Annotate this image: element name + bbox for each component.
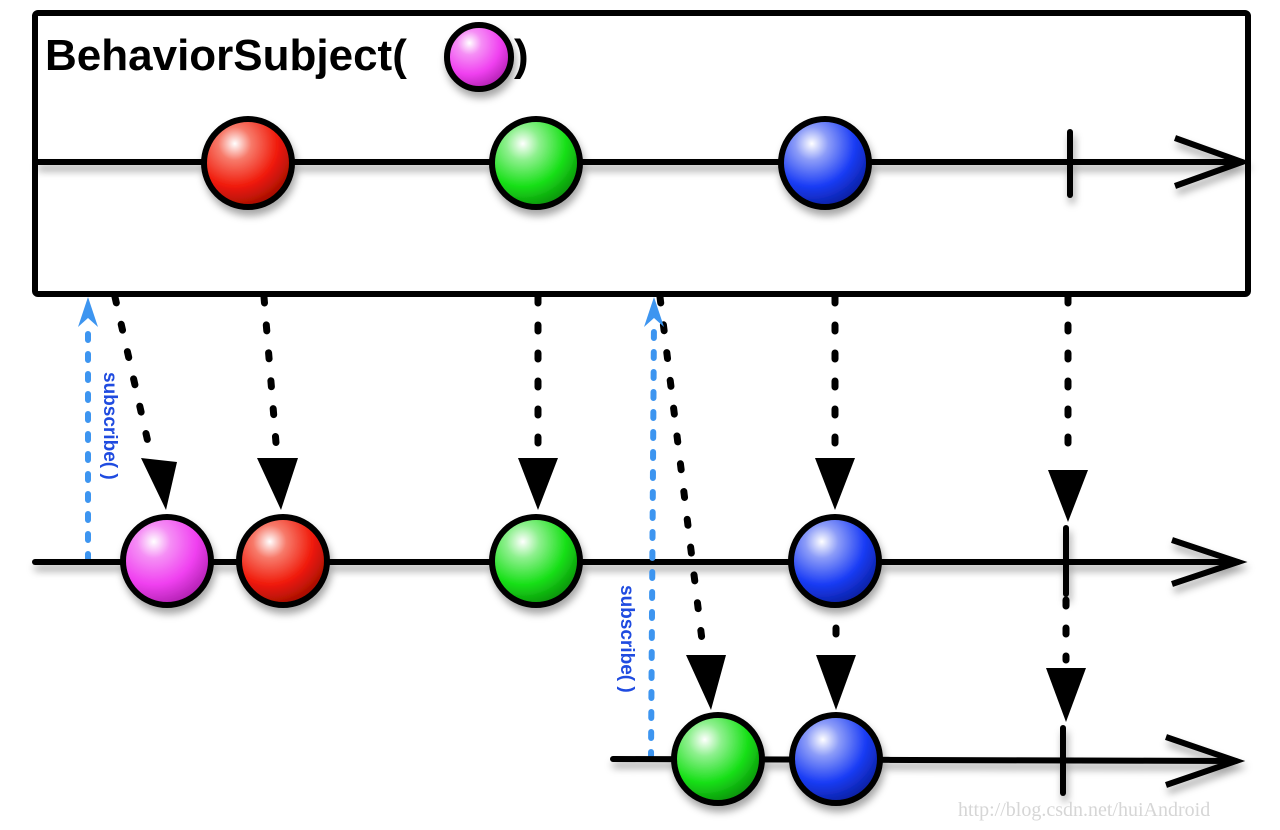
subscribe-line-2: [648, 317, 657, 761]
emission-arrows-subscriber-1: [111, 293, 1088, 522]
source-green-marble: [489, 116, 583, 210]
arrow-up-icon: [78, 297, 98, 327]
watermark: http://blog.csdn.net/huiAndroid: [958, 799, 1210, 821]
title-suffix: ): [514, 31, 529, 80]
arrow-down-icon: [141, 458, 177, 510]
subscriber-1-red-marble: [236, 514, 330, 608]
subscriber-2-axis-arrow-icon: [1165, 734, 1246, 788]
source-blue-marble: [778, 116, 872, 210]
emission-line-red: [260, 293, 281, 459]
subscriber-1-axis-arrow-icon: [1171, 537, 1248, 587]
arrow-down-icon: [1046, 668, 1086, 722]
arrow-up-icon: [644, 297, 664, 327]
arrow-down-icon: [257, 458, 298, 510]
arrow-down-icon: [518, 458, 558, 510]
subscribe-arrow-1: subscribe( ): [78, 297, 120, 563]
source-axis-arrow-icon: [1173, 135, 1251, 189]
source-red-marble: [201, 116, 295, 210]
arrow-down-icon: [686, 655, 726, 710]
subject-title: BehaviorSubject(: [45, 31, 407, 80]
arrow-down-icon: [1048, 470, 1088, 522]
subscriber-1-green-marble: [489, 514, 583, 608]
subscriber-1-blue-marble: [788, 514, 882, 608]
initial-value-pink-marble: [444, 22, 514, 92]
subscribe-label-2: subscribe( ): [616, 585, 637, 693]
subscriber-2-green-marble: [671, 712, 765, 806]
source-timeline: [35, 116, 1251, 210]
emission-line-green-replay: [656, 293, 706, 644]
subscriber-1-timeline: [32, 514, 1248, 608]
subject-box-frame: [32, 10, 1251, 297]
subject-box: BehaviorSubject( ): [32, 10, 1251, 297]
arrow-down-icon: [815, 458, 855, 510]
emission-arrows-subscriber-2: [656, 293, 1086, 722]
subscribe-label-1: subscribe( ): [99, 372, 120, 480]
title-prefix: BehaviorSubject(: [45, 31, 407, 80]
emission-line-pink: [111, 293, 156, 464]
arrow-down-icon: [816, 655, 856, 710]
subscribe-arrow-2: subscribe( ): [616, 297, 664, 761]
subscriber-1-pink-marble: [120, 514, 214, 608]
subscriber-2-blue-marble: [789, 712, 883, 806]
subscriber-2-timeline: [610, 712, 1246, 806]
